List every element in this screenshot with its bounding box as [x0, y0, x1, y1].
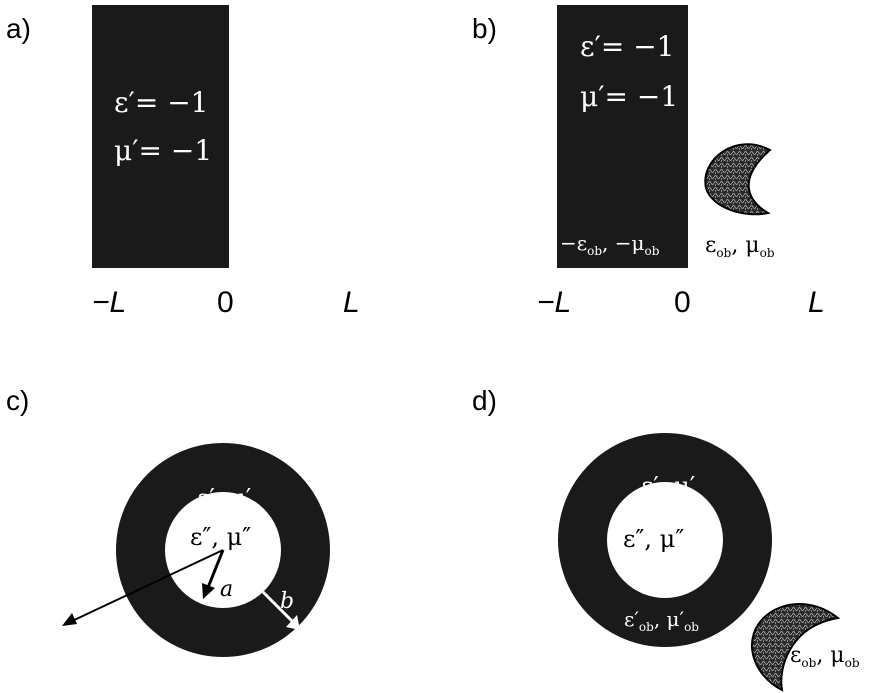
axis-a-l: L: [343, 286, 360, 319]
panel-c-label: c): [6, 385, 29, 416]
axis-a-minus-l: −L: [92, 286, 126, 319]
slab-a-eps: ε′= −1: [114, 86, 209, 119]
radius-b-arrowhead: [286, 615, 300, 630]
radius-c-arrow: [69, 549, 224, 623]
axis-b-minus-l: −L: [537, 286, 571, 319]
panel-a-label: a): [6, 13, 31, 44]
shell-d-params: ε′, μ′: [641, 472, 695, 500]
axis-b-l: L: [808, 286, 825, 319]
radius-b-label: b: [280, 589, 294, 614]
slab-a: [92, 5, 229, 268]
core-d-params: ε″, μ″: [623, 525, 684, 553]
slab-b-mu: μ′= −1: [580, 80, 678, 113]
panel-d-label: d): [472, 385, 497, 416]
slab-b-image-params: −εob, −μob: [560, 231, 660, 258]
crescent-object-d: [750, 603, 841, 692]
axis-a-zero: 0: [217, 286, 234, 319]
slab-b: [557, 5, 688, 268]
radius-a-arrowhead: [202, 583, 215, 599]
shell-c-params: ε′, μ′: [197, 484, 251, 512]
panel-a: a) ε′= −1 μ′= −1 −L 0 L: [6, 5, 360, 319]
radius-a-arrow: [205, 549, 225, 591]
panel-c: c) ε′, μ′ ε″, μ″ a b c: [6, 385, 330, 657]
radius-c-label: c: [72, 585, 84, 610]
slab-b-eps: ε′= −1: [580, 30, 675, 63]
shell-d-image-params: ε′ob, μ′ob: [624, 607, 699, 634]
object-b-params: εob, μob: [705, 233, 775, 260]
panel-b: b) ε′= −1 μ′= −1 −εob, −μob εob, μob −L …: [472, 5, 825, 319]
panel-b-label: b): [472, 13, 497, 44]
radius-a-label: a: [220, 577, 233, 602]
axis-b-zero: 0: [674, 286, 691, 319]
crescent-object-b: [704, 143, 772, 216]
inner-core-d: [607, 482, 723, 598]
radius-c-arrowhead: [62, 613, 77, 626]
core-c-params: ε″, μ″: [190, 523, 251, 551]
panel-d: d) ε′, μ′ ε″, μ″ ε′ob, μ′ob εob, μob: [472, 385, 860, 692]
object-d-params: εob, μob: [790, 643, 860, 670]
slab-a-mu: μ′= −1: [114, 134, 212, 167]
radius-b-arrow: [261, 590, 299, 628]
